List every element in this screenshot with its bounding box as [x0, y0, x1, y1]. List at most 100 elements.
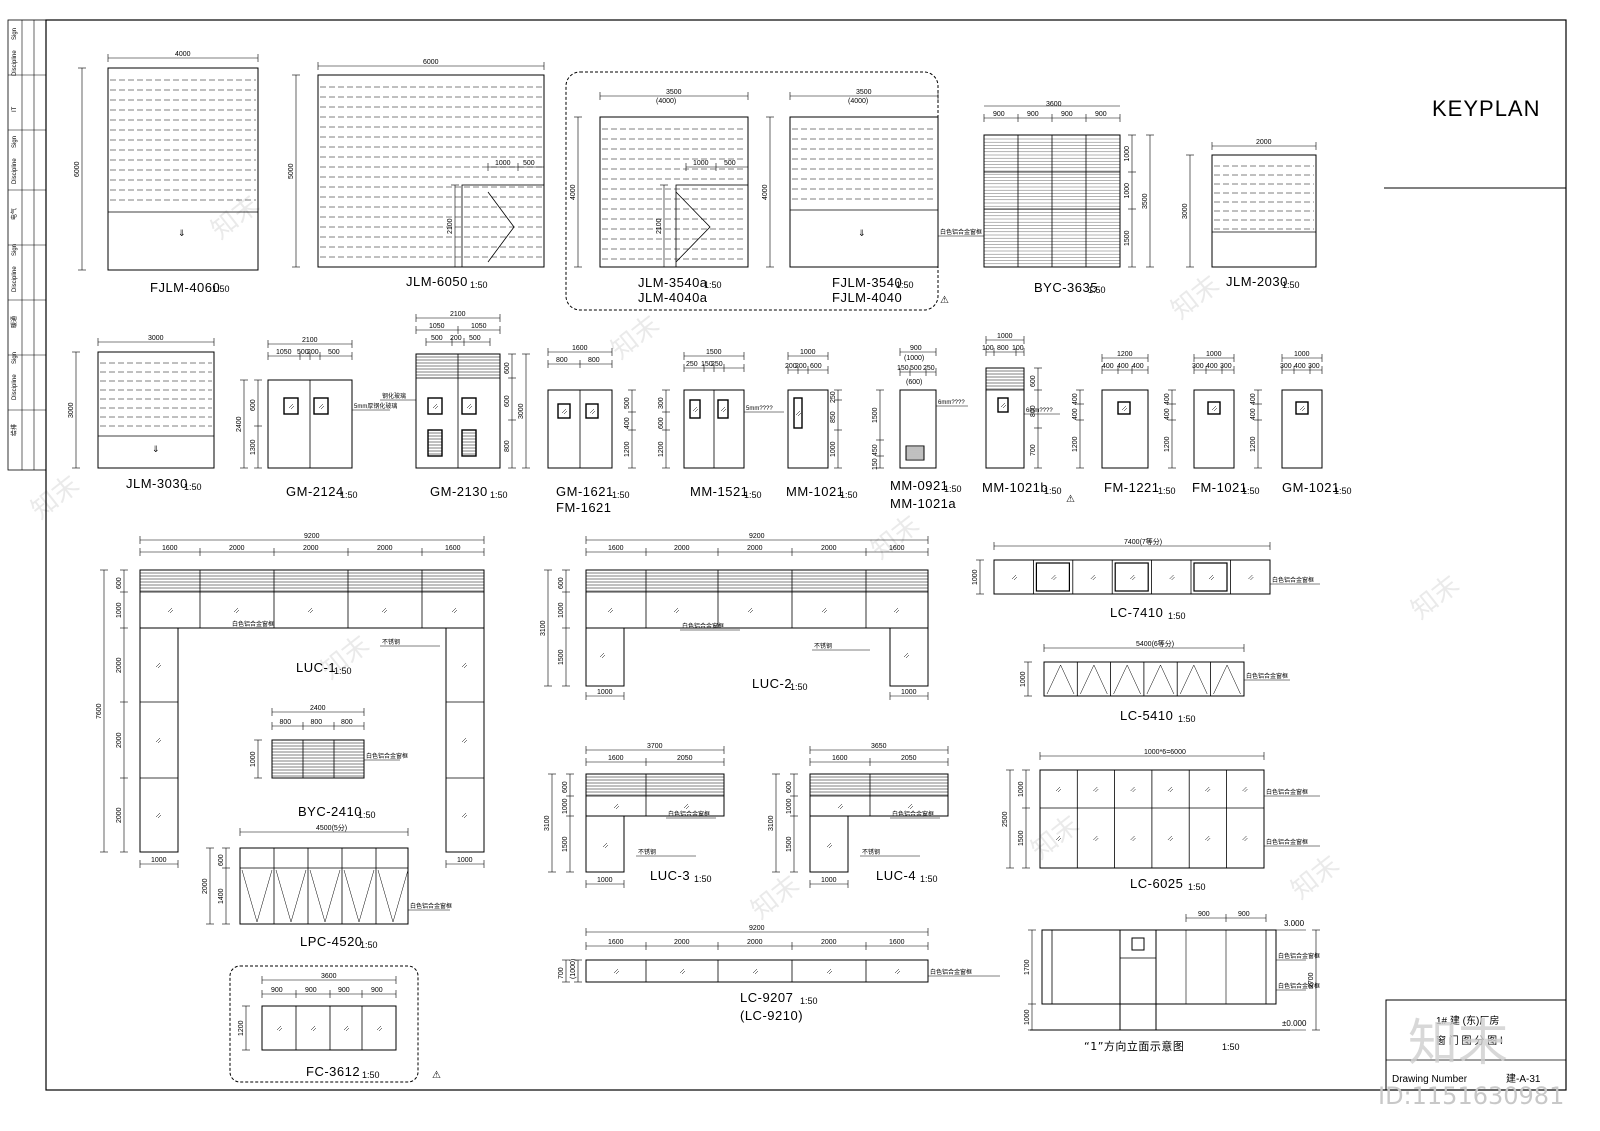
- door-frame: [985, 367, 1025, 469]
- glass-mark: [233, 607, 239, 613]
- glass-mark: [1210, 576, 1215, 581]
- glass-mark: [589, 408, 595, 414]
- drawing-label: JLM-6050: [406, 274, 468, 289]
- mm0921-vdim-label: 450: [872, 444, 879, 456]
- glass-mark: [320, 405, 325, 410]
- glass-mark: [1132, 576, 1136, 581]
- leader-note: 白色铝合金窗框: [940, 228, 982, 236]
- glass-mark: [1090, 574, 1095, 580]
- luc2r-vdim-label: 600: [558, 577, 565, 589]
- leader-note: 白色铝合金窗框: [410, 902, 452, 910]
- gm2130t-vdim-label: 3000: [518, 403, 525, 419]
- glass-mark: [288, 403, 294, 409]
- byc3635-dim-label: 900: [1095, 111, 1107, 118]
- glass-mark: [1244, 788, 1248, 793]
- glass-mark: [1002, 404, 1007, 409]
- luc2-dim-label: 9200: [749, 533, 765, 540]
- leader-note: 5mm????: [746, 406, 773, 412]
- luc-3t-vdim-label: 3100: [544, 815, 551, 831]
- drawing-label: LC-7410: [1110, 605, 1163, 620]
- glass-mark: [466, 403, 472, 409]
- glass-mark: [1093, 835, 1098, 841]
- glass-mark: [826, 842, 832, 848]
- watermark-text: 知末: [1405, 569, 1464, 625]
- leader-note: 白色铝合金窗框: [930, 968, 972, 976]
- luc-3c-dim-label: 1600: [608, 755, 624, 762]
- side-strip-label: 电气: [10, 208, 18, 220]
- drawing-label: GM-1021: [1282, 480, 1340, 495]
- alt-width: (1000): [904, 355, 924, 362]
- glass-mark: [1095, 837, 1099, 842]
- glass-mark: [615, 805, 620, 810]
- glass-mark: [310, 1025, 316, 1031]
- luc2t-vdim-label: 3100: [540, 620, 547, 636]
- drawing-label: FC-3612: [306, 1064, 360, 1079]
- luc-4r-vdim-label: 1500: [786, 836, 793, 852]
- glass-mark: [1167, 786, 1173, 792]
- glass-mark: [461, 812, 467, 818]
- drawing-label: JLM-3540a: [638, 275, 708, 290]
- vision-panel: [1295, 401, 1309, 415]
- glass-mark: [675, 609, 680, 614]
- lc7410-sash: [1114, 562, 1149, 592]
- luc2-left-leg: [585, 627, 625, 687]
- side-strip-label: IT: [12, 106, 18, 112]
- fm1021a-dim-label: 400: [1206, 363, 1218, 370]
- luc-3r-vdim-label: 1500: [562, 836, 569, 852]
- luc2c-dim-label: 1600: [608, 545, 624, 552]
- glass-mark: [309, 609, 314, 614]
- lc9207c-dim-label: 2000: [747, 939, 763, 946]
- glass-mark: [613, 803, 619, 809]
- jlm2030-vdim-label: 3000: [1182, 203, 1189, 219]
- glass-mark: [1205, 786, 1210, 792]
- glass-mark: [1121, 405, 1127, 411]
- glass-mark: [599, 652, 605, 658]
- elev-level-zero: ±0.000: [1282, 1019, 1307, 1028]
- lc9207c-dim-label: 2000: [821, 939, 837, 946]
- glass-mark: [797, 412, 802, 417]
- lc9207c-dim-label: 1600: [889, 939, 905, 946]
- elev-outline: [1041, 929, 1277, 1005]
- scale-label: 1:50: [704, 280, 722, 290]
- glass-mark: [463, 814, 468, 819]
- luc2leg-dim-label: 1000: [597, 689, 613, 696]
- side-strip-label: 给排: [10, 424, 18, 436]
- handle-icon: ⇓: [858, 228, 866, 238]
- lc9207c-dim-label: 2000: [674, 939, 690, 946]
- mm0921-vdim-label: 150: [872, 458, 879, 470]
- side-strip-label: Discipline: [12, 374, 18, 400]
- gm1021a-dim-label: 400: [1294, 363, 1306, 370]
- glass-mark: [343, 1025, 349, 1031]
- luc-3-dim-label: 3700: [647, 743, 663, 750]
- fm1221-dim-label: 1200: [1117, 351, 1133, 358]
- fc3612c-dim-label: 900: [271, 987, 283, 994]
- drawing-label: BYC-3635: [1034, 280, 1098, 295]
- side-strip-label: Sign: [12, 28, 18, 40]
- gm1621a-dim-label: 800: [556, 357, 568, 364]
- glass-mark: [607, 607, 613, 613]
- glass-mark: [1055, 835, 1061, 841]
- drawing-label: FM-1221: [1104, 480, 1160, 495]
- drawing-label: MM-0921: [890, 478, 948, 493]
- glass-mark: [434, 405, 439, 410]
- drawing-label: GM-2130: [430, 484, 488, 499]
- gm2124s-vdim-label: 600: [250, 399, 257, 411]
- glass-mark: [278, 1027, 283, 1032]
- drawing-label: LUC-1: [296, 660, 336, 675]
- glass-mark: [683, 803, 689, 809]
- drawing-label: LUC-3: [650, 868, 690, 883]
- scale-label: 1:50: [1088, 285, 1106, 295]
- glass-mark: [376, 1025, 382, 1031]
- byc2410c-dim-label: 800: [311, 719, 323, 726]
- glass-mark: [1205, 835, 1210, 841]
- glass-mark: [694, 408, 699, 413]
- drawing-label: LC-9207: [740, 990, 793, 1005]
- drawing-label: FM-1021: [1192, 480, 1248, 495]
- gm1621-vdim-label: 1200: [624, 441, 631, 457]
- fc3612c-dim-label: 900: [305, 987, 317, 994]
- luc2c-dim-label: 2000: [821, 545, 837, 552]
